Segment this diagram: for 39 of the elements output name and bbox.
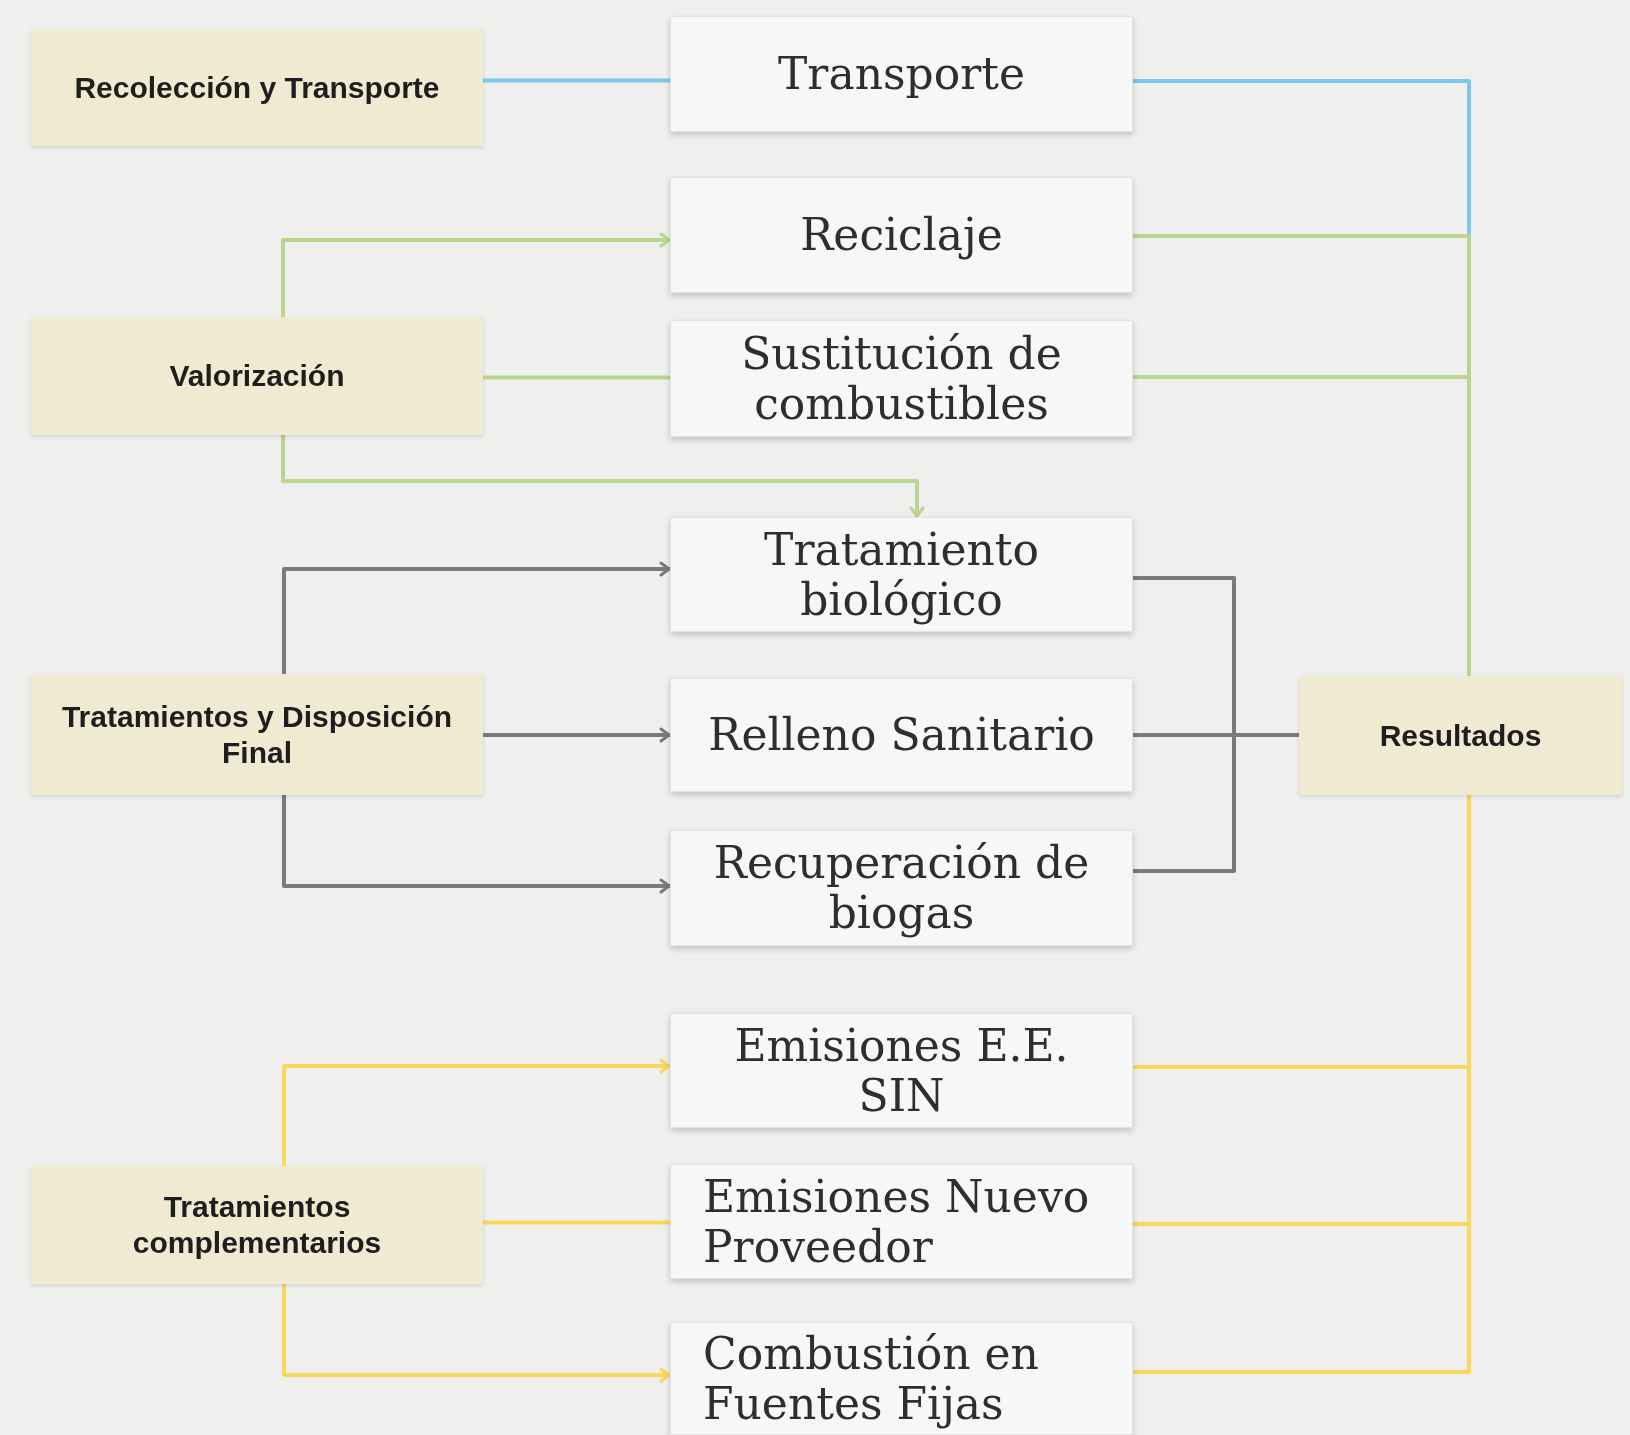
step-label: Relleno Sanitario xyxy=(708,710,1095,760)
tag-label: Recolección y Transporte xyxy=(74,69,440,106)
step-label: Recuperación de biogas xyxy=(712,838,1091,938)
step-card xyxy=(670,678,1133,792)
step-label: Emisiones E.E. SIN xyxy=(733,1020,1070,1121)
arrow xyxy=(282,795,671,894)
step-label: Tratamiento biológico xyxy=(763,524,1040,625)
step-label: Combustión en Fuentes Fijas xyxy=(703,1328,1040,1429)
arrow xyxy=(281,232,671,317)
step-label: Reciclaje xyxy=(800,210,1003,260)
step-card xyxy=(670,16,1133,132)
label-tag xyxy=(1299,676,1622,795)
arrow xyxy=(282,1058,671,1166)
step-card xyxy=(670,1013,1133,1128)
tag-label: Tratamientos complementarios xyxy=(131,1189,383,1261)
connector-line xyxy=(483,1220,670,1225)
arrow xyxy=(483,727,671,743)
connector-line xyxy=(1133,733,1299,873)
step-label: Sustitución de combustibles xyxy=(740,328,1063,429)
label-tag xyxy=(31,317,483,435)
arrow xyxy=(282,561,671,674)
step-card xyxy=(670,517,1133,632)
tag-label: Tratamientos y Disposición Final xyxy=(60,698,454,771)
connector-line xyxy=(483,375,670,380)
step-card xyxy=(670,1164,1133,1279)
label-tag xyxy=(31,674,483,795)
tag-label: Resultados xyxy=(1379,717,1542,754)
step-label: Emisiones Nuevo Proveedor xyxy=(703,1171,1091,1272)
label-tag xyxy=(31,1166,483,1284)
tag-label: Valorización xyxy=(169,358,345,394)
step-card xyxy=(670,830,1133,946)
connector-line xyxy=(483,78,670,83)
step-label: Transporte xyxy=(778,49,1025,99)
step-card xyxy=(670,177,1133,293)
arrow xyxy=(281,435,925,518)
arrow xyxy=(282,1284,671,1383)
step-card xyxy=(670,1322,1133,1435)
step-card xyxy=(670,320,1133,437)
label-tag xyxy=(31,29,483,146)
